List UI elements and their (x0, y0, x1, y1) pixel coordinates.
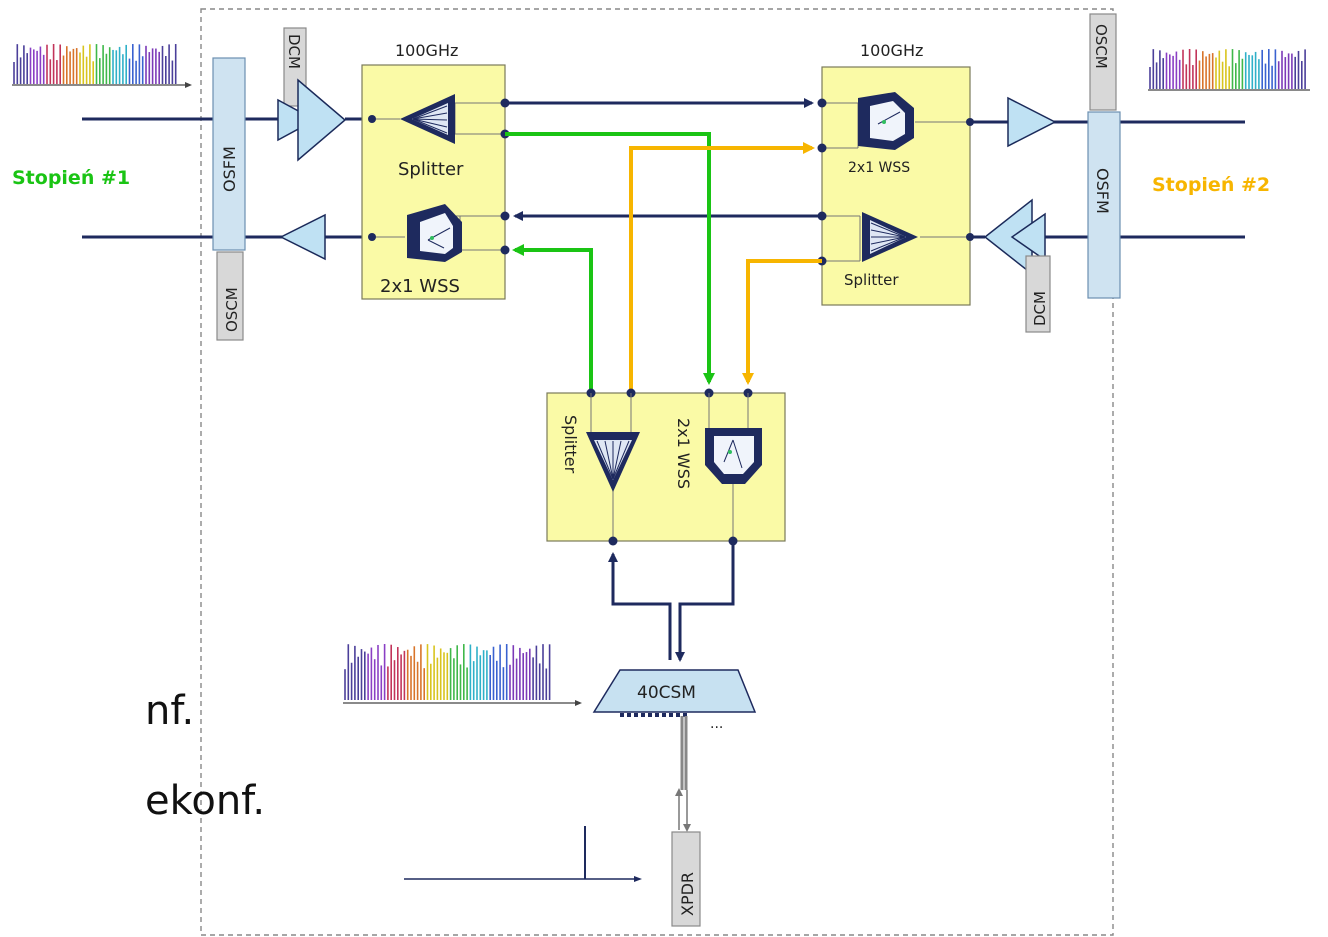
splitter-icon (862, 212, 918, 262)
cut-off-text-2: ekonf. (145, 778, 265, 824)
mux-more-ports: ... (710, 716, 723, 732)
drop-path-from-wss (675, 541, 735, 662)
amplifier-out-left (279, 213, 326, 261)
oscm-right-box (1089, 13, 1117, 111)
spectrum-left (12, 44, 192, 88)
splitter-tr-label: Splitter (844, 271, 899, 289)
degree-2-label: Stopień #2 (1152, 174, 1270, 196)
green-drop-path (505, 132, 715, 385)
amplifier-pre-left (277, 98, 317, 142)
wss-tr-label: 2x1 WSS (848, 160, 910, 176)
add-path-to-splitter (608, 552, 672, 660)
splitter-tl-label: Splitter (398, 159, 464, 180)
spectrum-right (1148, 49, 1310, 91)
splitter-icon (586, 432, 640, 492)
amplifier-out-right (1007, 96, 1057, 148)
green-add-path (512, 244, 593, 392)
wss-mid-label: 2x1 WSS (674, 418, 693, 489)
ghz-left-label: 100GHz (395, 41, 458, 60)
cut-off-text-1: nf. (145, 688, 194, 734)
dcm-right-label: DCM (1031, 291, 1049, 326)
node-boundary (200, 8, 1114, 936)
mux-label: 40CSM (637, 683, 696, 703)
orange-add-path (629, 142, 815, 392)
xpdr-box (671, 831, 701, 927)
degree-1-label: Stopień #1 (12, 167, 130, 189)
spectrum-add-drop (343, 644, 582, 706)
osfm-right-label: OSFM (1093, 168, 1112, 214)
osfm-right-box (1087, 111, 1121, 299)
left-degree-module (361, 64, 506, 300)
xpdr-label: XPDR (678, 872, 697, 916)
splitter-icon (400, 94, 455, 144)
wss-icon (407, 204, 462, 262)
dcm-left-label: DCM (285, 34, 303, 69)
orange-drop-path (742, 259, 822, 385)
amplifier-booster-left (297, 78, 347, 162)
oscm-left-label: OSCM (223, 287, 241, 332)
wss-tl-label: 2x1 WSS (380, 276, 460, 297)
osfm-left-label: OSFM (220, 146, 239, 192)
dcm-right-box (1025, 255, 1051, 333)
oscm-right-label: OSCM (1092, 24, 1110, 69)
wss-icon (705, 428, 762, 484)
oscm-left-box (216, 251, 244, 341)
amplifier-pre-right (1010, 212, 1046, 262)
mux-40csm (592, 669, 757, 717)
splitter-mid-label: Splitter (561, 415, 580, 474)
ghz-right-label: 100GHz (860, 41, 923, 60)
wss-icon (858, 92, 914, 150)
single-channel-spectrum (404, 826, 642, 882)
osfm-left-box (212, 57, 246, 251)
